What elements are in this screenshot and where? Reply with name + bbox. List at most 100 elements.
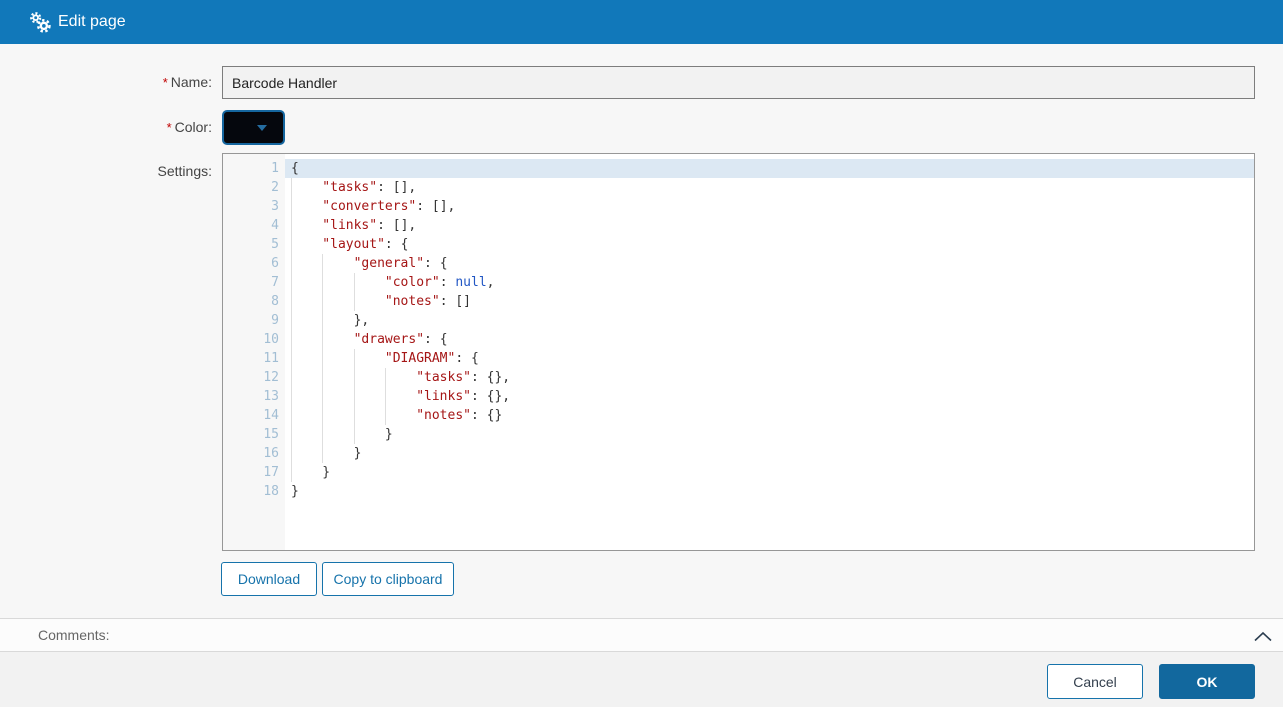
settings-editor[interactable]: 1{2"tasks": [],3"converters": [],4"links… — [222, 153, 1255, 551]
code-token: "DIAGRAM" — [384, 351, 456, 366]
editor-line: 2 "tasks": [], — [271, 178, 1254, 197]
indent-guide — [322, 368, 353, 387]
line-number: 13 — [263, 389, 279, 404]
code-token: { — [291, 161, 299, 176]
chevron-up-icon — [1254, 631, 1272, 642]
settings-editor-code[interactable]: 1{2"tasks": [],3"converters": [],4"links… — [223, 154, 1254, 501]
line-number: 4 — [271, 218, 279, 233]
indent-guide — [291, 292, 322, 311]
indent-guide — [353, 368, 385, 387]
editor-line: 4"links": [], — [271, 216, 1254, 235]
indent-guide — [322, 273, 353, 292]
code-token: : [], — [377, 180, 417, 195]
line-number: 15 — [263, 427, 279, 442]
cancel-button[interactable]: Cancel — [1047, 664, 1143, 699]
indent-guide — [291, 273, 322, 292]
code-token: : — [439, 275, 456, 290]
indent-guide — [291, 425, 322, 444]
line-number: 11 — [263, 351, 279, 366]
indent-guide — [353, 406, 385, 425]
line-number: 5 — [271, 237, 279, 252]
editor-line: 17} — [263, 463, 1254, 482]
comments-label: Comments: — [38, 627, 110, 643]
editor-line: 18} — [263, 482, 1254, 501]
required-marker: * — [166, 120, 172, 135]
code-token: "color" — [384, 275, 440, 290]
color-dropdown[interactable] — [222, 110, 285, 145]
editor-line: 7"color": null, — [271, 273, 1254, 292]
page-title: Edit page — [58, 13, 126, 30]
code-token: : { — [384, 237, 409, 252]
indent-guide — [353, 349, 385, 368]
code-token: "tasks" — [322, 180, 378, 195]
indent-guide — [384, 406, 416, 425]
download-button[interactable]: Download — [221, 562, 317, 596]
code-token: } — [353, 446, 362, 461]
indent-guide — [322, 292, 353, 311]
code-token: : {}, — [470, 370, 511, 385]
line-number: 7 — [271, 275, 279, 290]
code-token: : [], — [416, 199, 456, 214]
code-token: null — [455, 275, 487, 290]
code-token: "general" — [353, 256, 425, 271]
indent-guide — [384, 368, 416, 387]
editor-line: 12 "tasks": {}, — [263, 368, 1254, 387]
line-number: 3 — [271, 199, 279, 214]
code-token: : { — [424, 256, 448, 271]
code-token: "drawers" — [353, 332, 425, 347]
indent-guide — [291, 387, 322, 406]
indent-guide — [353, 292, 385, 311]
code-token: : { — [455, 351, 479, 366]
indent-guide — [291, 330, 322, 349]
line-number: 12 — [263, 370, 279, 385]
collapse-comments-button[interactable] — [1254, 630, 1272, 645]
code-token: : {}, — [470, 389, 511, 404]
indent-guide — [353, 387, 385, 406]
line-number: 16 — [263, 446, 279, 461]
line-number: 18 — [263, 484, 279, 499]
ok-button[interactable]: OK — [1159, 664, 1255, 699]
editor-line: 8"notes": [] — [271, 292, 1254, 311]
code-token: "notes" — [384, 294, 440, 309]
editor-line: 10"drawers": { — [263, 330, 1254, 349]
indent-guide — [322, 387, 353, 406]
indent-guide — [322, 444, 353, 463]
indent-guide — [322, 311, 353, 330]
editor-line: 11 "DIAGRAM": { — [263, 349, 1254, 368]
name-input[interactable] — [222, 66, 1255, 99]
indent-guide — [322, 406, 353, 425]
chevron-down-icon — [257, 125, 267, 131]
comments-section-header[interactable]: Comments: — [0, 618, 1283, 652]
editor-line: 6"general": { — [271, 254, 1254, 273]
line-number: 2 — [271, 180, 279, 195]
editor-gutter — [223, 154, 285, 550]
settings-label: Settings: — [157, 163, 212, 179]
editor-line: 5"layout": { — [271, 235, 1254, 254]
name-label: *Name: — [162, 74, 212, 90]
indent-guide — [353, 273, 385, 292]
code-token: : [] — [439, 294, 471, 309]
code-token: "notes" — [416, 408, 471, 423]
code-token: }, — [353, 313, 370, 328]
editor-line: 9}, — [271, 311, 1254, 330]
indent-guide — [291, 197, 322, 216]
indent-guide — [291, 463, 322, 482]
gears-icon — [30, 11, 51, 33]
indent-guide — [291, 406, 322, 425]
indent-guide — [291, 178, 322, 197]
code-token: "converters" — [322, 199, 417, 214]
code-token: } — [384, 427, 393, 442]
color-label: *Color: — [166, 119, 212, 135]
indent-guide — [291, 368, 322, 387]
line-number: 10 — [263, 332, 279, 347]
line-number: 1 — [271, 161, 279, 176]
code-token: } — [322, 465, 331, 480]
code-token: "tasks" — [416, 370, 471, 385]
copy-to-clipboard-button[interactable]: Copy to clipboard — [322, 562, 454, 596]
indent-guide — [322, 349, 353, 368]
editor-line: 15} — [263, 425, 1254, 444]
editor-line: 14"notes": {} — [263, 406, 1254, 425]
code-token: : [], — [377, 218, 417, 233]
required-marker: * — [162, 75, 168, 90]
indent-guide — [291, 254, 322, 273]
